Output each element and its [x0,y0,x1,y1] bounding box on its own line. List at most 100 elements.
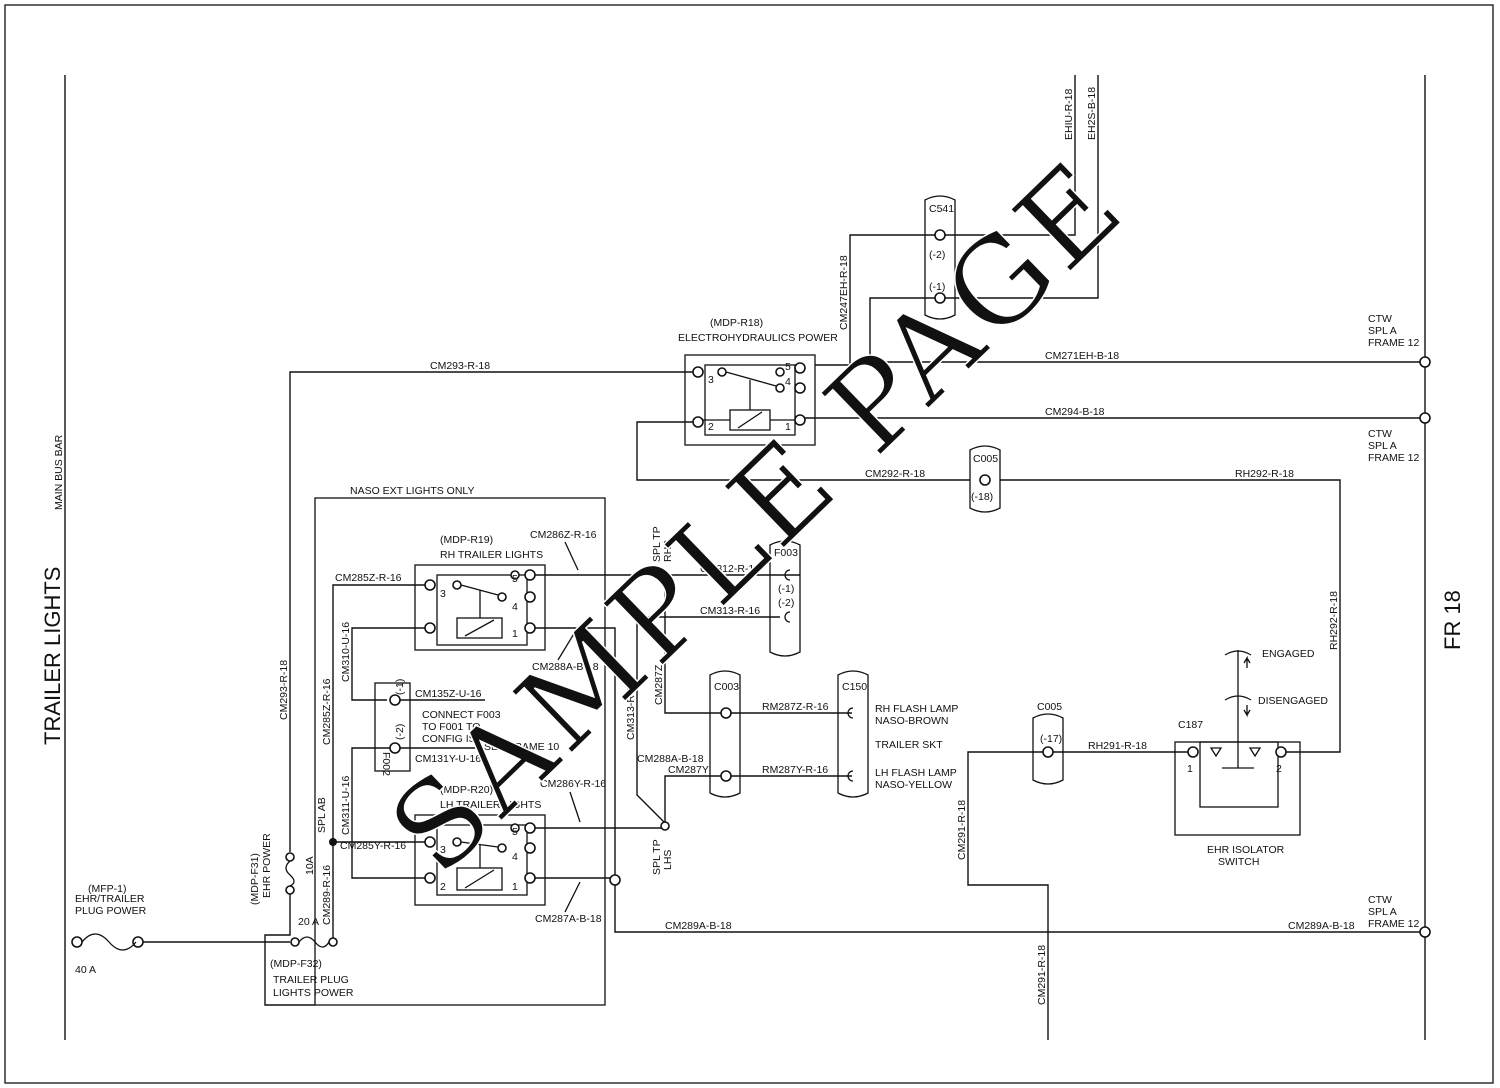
wire-cm289a [614,885,1425,933]
svg-text:4: 4 [512,851,518,863]
wire-cm271 [869,297,1425,363]
wire-label: RH292-R-18 [1328,591,1340,650]
wire-cm287z [664,579,723,714]
wire-label: CM313-R-16 [625,680,637,740]
svg-text:C187: C187 [1178,719,1203,731]
wire-label: CM287Y [668,764,709,776]
wire-label: CM286Z-R-16 [530,529,597,541]
svg-text:EHR POWER: EHR POWER [261,833,273,898]
wire-label: CM271EH-B-18 [1045,350,1119,362]
wire-label: CM135Z-U-16 [415,688,482,700]
wire-label: CM289A-B-18 [1288,920,1355,932]
svg-text:C005: C005 [1037,701,1062,713]
svg-text:CTW: CTW [1368,894,1392,906]
svg-text:C003: C003 [714,681,739,693]
fuse-mdp-f31: (MDP-F31) EHR POWER 10A [249,833,316,905]
svg-text:4: 4 [785,376,791,388]
svg-text:10A: 10A [304,856,316,875]
svg-text:SPL A: SPL A [1368,906,1397,918]
wire-label: CM291-R-18 [956,800,968,860]
note: CONFIG ISO [422,733,484,745]
splice-label: SPL AB [316,797,328,833]
wire-label: CM288A-B-18 [532,661,599,673]
wire-label: CM131Y-U-16 [415,753,481,765]
wire-label: CM288A-B-18 [637,753,704,765]
note: SEE FRAME 10 [484,741,559,753]
wire-label: CM291-R-18 [1036,945,1048,1005]
svg-text:SWITCH: SWITCH [1218,856,1259,868]
diagram-title: TRAILER LIGHTS [40,567,65,745]
wire-label: CM293-R-18 [430,360,490,372]
svg-text:(-17): (-17) [1040,733,1062,745]
connector-c005-low: C005 (-17) [1032,701,1064,785]
pin-label: (-2) [929,249,945,261]
svg-text:3: 3 [708,374,714,386]
wire-cm247 [815,234,935,366]
wire-label: CM287Z [653,664,665,705]
page-border [4,4,1494,1084]
svg-text:2: 2 [1276,763,1282,775]
svg-text:2: 2 [440,881,446,893]
wire-label: CM285Y-R-16 [340,840,406,852]
svg-text:40 A: 40 A [75,964,96,976]
svg-text:CTW: CTW [1368,428,1392,440]
splice-ab [329,838,337,846]
wire-cm287y [664,775,723,822]
wire-label: CM289A-B-18 [665,920,732,932]
lamp-label: RH FLASH LAMP [875,703,958,715]
svg-text:LH TRAILER LIGHTS: LH TRAILER LIGHTS [440,799,541,811]
wire-label: CM287A-B-18 [535,913,602,925]
svg-text:DISENGAGED: DISENGAGED [1258,695,1328,707]
pin-label: (-1) [929,281,945,293]
fuse-mdp-f32: 20 A (MDP-F32) TRAILER PLUG LIGHTS POWER [270,916,354,999]
svg-text:(-1): (-1) [394,679,406,695]
svg-text:5: 5 [512,826,518,838]
terminal [609,874,621,886]
wire-ehiu [940,75,1076,236]
splice-lhs [660,821,670,831]
splice-label: SPL TP [651,839,663,875]
wire-fuse-link [264,894,315,1006]
wire-label: CM286Y-R-16 [540,778,606,790]
svg-text:CTW: CTW [1368,313,1392,325]
socket-label: TRAILER SKT [875,739,943,751]
svg-text:(MDP-R19): (MDP-R19) [440,534,493,546]
wire-label: CM285Z-R-16 [321,678,333,745]
leader-line [557,631,576,661]
wire-label: RH291-R-18 [1088,740,1147,752]
connector-c003: C003 [709,670,741,798]
wire-cm293 [289,371,693,852]
svg-text:FRAME 12: FRAME 12 [1368,452,1420,464]
isolator-switch-c187: C187 1 2 ENGAGED DISENGAGED EHR ISOLATOR… [1174,648,1328,868]
svg-text:C005: C005 [973,453,998,465]
wire-label: EHIU-R-18 [1063,88,1075,140]
frame-ref-terminal [1419,412,1431,424]
lamp-label: NASO-BROWN [875,715,949,727]
note: TO F001 TO [422,721,480,733]
fuse-mfp-1: (MFP-1) EHR/TRAILER PLUG POWER 40 A [71,883,147,976]
frame-ref-terminal [1419,926,1431,938]
svg-text:(MDP-F32): (MDP-F32) [270,958,322,970]
svg-text:EHR ISOLATOR: EHR ISOLATOR [1207,844,1285,856]
wire-label: RH292-R-18 [1235,468,1294,480]
svg-text:LIGHTS POWER: LIGHTS POWER [273,987,354,999]
bus-label: MAIN BUS BAR [53,434,65,510]
wire-label: CM310-U-16 [340,622,352,682]
connector-f003: F003 (-1) (-2) [769,540,801,657]
svg-text:EHR/TRAILER: EHR/TRAILER [75,893,145,905]
wire-label: CM313-R-16 [700,605,760,617]
svg-text:(MDP-F31): (MDP-F31) [249,853,261,905]
svg-text:20 A: 20 A [298,916,319,928]
relay-mdp-r19: (MDP-R19) RH TRAILER LIGHTS 34 51 [414,534,546,651]
svg-text:(-2): (-2) [778,597,794,609]
svg-text:C150: C150 [842,681,867,693]
svg-text:(-2): (-2) [394,724,406,740]
wire-cm313-vert [636,617,666,824]
svg-text:(-18): (-18) [971,491,993,503]
svg-text:(MDP-R20): (MDP-R20) [440,784,493,796]
